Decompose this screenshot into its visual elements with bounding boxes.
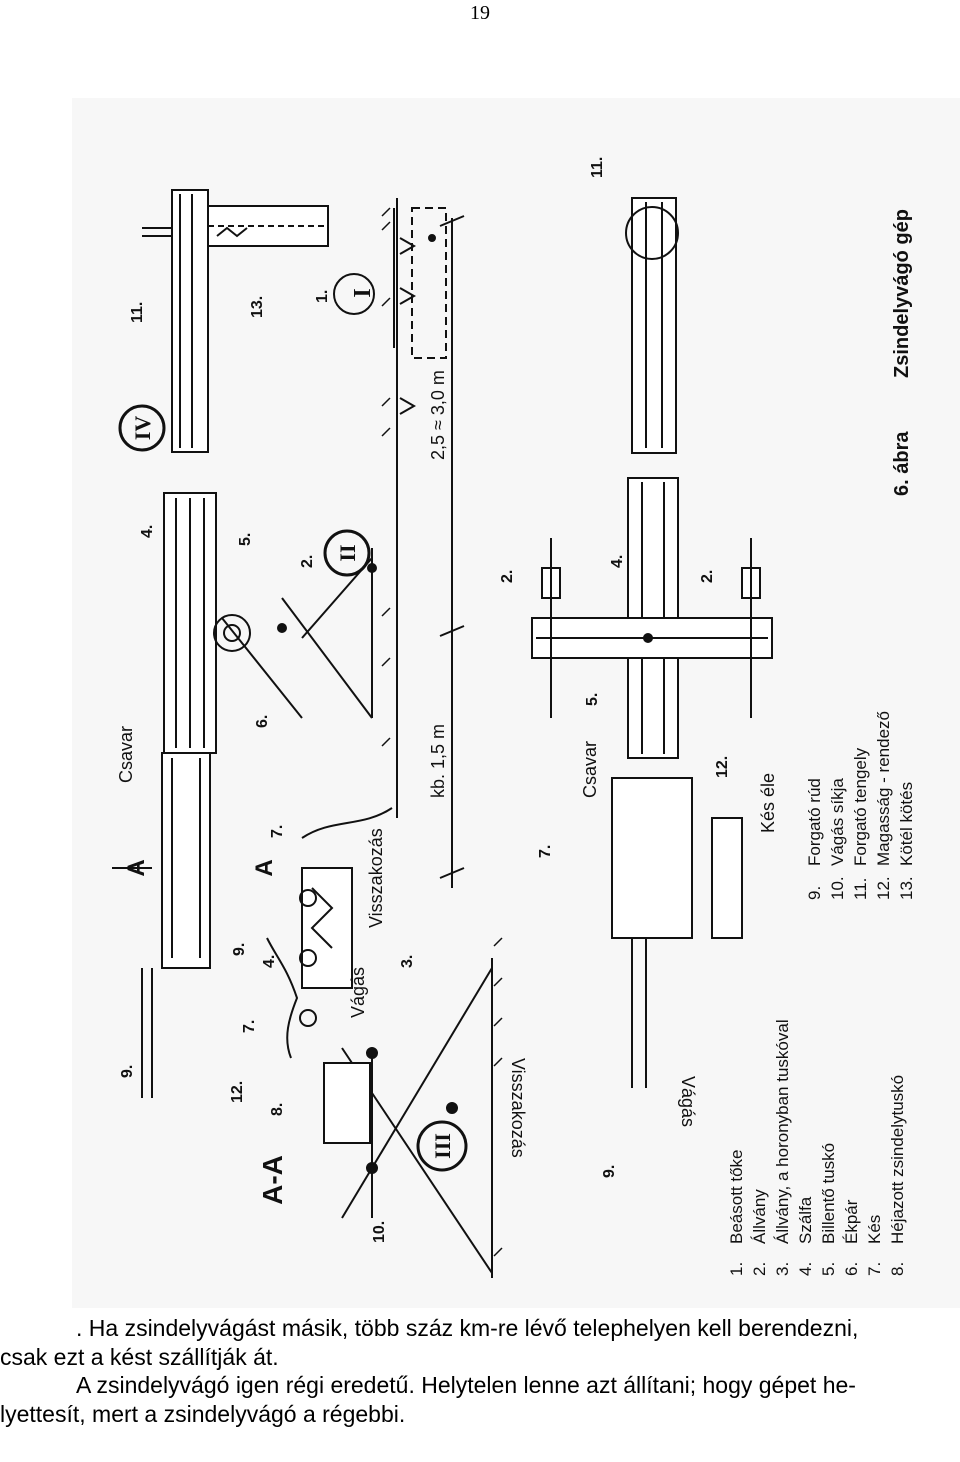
callout-13: 13. — [249, 296, 266, 318]
dimension-short: kb. 1,5 m — [428, 724, 448, 798]
legend-text: Vágás síkja — [828, 778, 847, 866]
dimension-line — [439, 215, 465, 888]
legend-num: 7. — [865, 1262, 884, 1276]
legend-num: 10. — [828, 876, 847, 900]
label-visszakozas-1: Visszakozás — [366, 828, 386, 928]
dimension-long: 2,5 ≈ 3,0 m — [428, 370, 448, 460]
legend-num: 9. — [805, 886, 824, 900]
callout-8: 8. — [269, 1103, 286, 1116]
callout-2c: 2. — [699, 570, 716, 583]
callout-7c: 7. — [537, 845, 554, 858]
plan-view — [531, 197, 773, 1088]
callout-2a: 2. — [299, 555, 316, 568]
legend-text: Kés — [865, 1215, 884, 1244]
legend-num: 4. — [796, 1262, 815, 1276]
view-label-iii: III — [430, 1133, 455, 1159]
label-csavar-bottom: Csavar — [580, 741, 600, 798]
label-vagas-2: Vágás — [678, 1076, 698, 1127]
legend-text: Héjazott zsindelytuskó — [888, 1075, 907, 1244]
page-number: 19 — [470, 2, 490, 24]
label-kes-ele: Kés éle — [758, 773, 778, 833]
legend-num: 5. — [819, 1262, 838, 1276]
view-label-iv: IV — [130, 416, 155, 441]
legend-num: 6. — [842, 1262, 861, 1276]
legend-num: 8. — [888, 1262, 907, 1276]
legend-text: Beásott tőke — [727, 1149, 746, 1244]
callout-9a: 9. — [231, 943, 248, 956]
legend-num: 2. — [750, 1262, 769, 1276]
callout-6: 6. — [254, 715, 271, 728]
legend-left: 1. Beásott tőke 2. Állvány 3. Állvány, a ho… — [727, 1019, 907, 1276]
section-marker-a1: A — [123, 859, 150, 876]
label-csavar-top: Csavar — [116, 726, 136, 783]
legend-text: Forgató rúd — [805, 778, 824, 866]
legend-num: 3. — [773, 1262, 792, 1276]
section-marker-a2: A — [251, 859, 278, 876]
callout-9c: 9. — [601, 1165, 618, 1178]
section-mark-a-a: A-A — [257, 1155, 288, 1205]
legend-text: Szálfa — [796, 1196, 815, 1244]
callout-4b: 4. — [261, 955, 278, 968]
legend-num: 12. — [874, 876, 893, 900]
callout-7b: 7. — [241, 1020, 258, 1033]
label-visszakozas-2: Visszakozás — [508, 1058, 528, 1158]
legend-num: 11. — [851, 878, 870, 900]
callout-12a: 12. — [229, 1081, 246, 1103]
view-i-post — [333, 198, 447, 818]
legend-right: 9. Forgató rúd 10. Vágás síkja 11. Forgató … — [805, 711, 916, 900]
callout-3: 3. — [399, 955, 416, 968]
figure-shingle-cutting-machine: IV I II III A A A-A Csavar Csavar Vissza… — [72, 98, 960, 1308]
paragraph-1-line-1: . Ha zsindelyvágást másik, több száz km-… — [76, 1315, 859, 1341]
callout-12b: 12. — [714, 756, 731, 778]
view-label-i: I — [350, 288, 376, 297]
callout-7a: 7. — [269, 825, 286, 838]
legend-text: Forgató tengely — [851, 747, 870, 866]
callout-2b: 2. — [499, 570, 516, 583]
legend-num: 1. — [727, 1262, 746, 1276]
view-ii-stand — [163, 492, 377, 754]
callout-4c: 4. — [609, 555, 626, 568]
view-iii-stand — [323, 958, 493, 1278]
label-vagas-1: Vágás — [348, 967, 368, 1018]
callout-5a: 5. — [237, 533, 254, 546]
legend-num: 13. — [897, 876, 916, 900]
paragraph-2-line-1: A zsindelyvágó igen régi eredetű. Helyte… — [76, 1372, 856, 1398]
body-text: . Ha zsindelyvágást másik, több száz km-… — [0, 1314, 960, 1428]
callout-5b: 5. — [584, 693, 601, 706]
legend-text: Kötél kötés — [897, 782, 916, 866]
legend-text: Állvány — [750, 1189, 769, 1244]
legend-text: Állvány, a horonyban tuskóval — [773, 1019, 792, 1244]
figure-caption-title: Zsindelyvágó gép — [891, 209, 913, 378]
callout-11a: 11. — [129, 302, 146, 323]
paragraph-1-line-2: csak ezt a kést szállítják át. — [0, 1343, 279, 1370]
figure-caption-number: 6. ábra — [891, 431, 913, 496]
callout-9b: 9. — [119, 1065, 136, 1078]
ground-hatching — [381, 207, 503, 1257]
view-label-ii: II — [335, 544, 360, 561]
callout-4a: 4. — [139, 525, 156, 538]
callout-10: 10. — [371, 1221, 388, 1243]
section-a-a — [112, 752, 393, 1098]
legend-text: Billentő tuskó — [819, 1143, 838, 1244]
legend-text: Magasság - rendező — [874, 711, 893, 866]
paragraph-2-line-2: lyettesít, mert a zsindelyvágó a régebbi… — [0, 1400, 406, 1427]
callout-11b: 11. — [589, 157, 606, 178]
technical-drawing: IV I II III A A A-A Csavar Csavar Vissza… — [112, 157, 916, 1278]
view-iv-shaft — [142, 189, 329, 453]
legend-text: Ékpár — [842, 1199, 861, 1244]
callout-1: 1. — [314, 290, 331, 303]
